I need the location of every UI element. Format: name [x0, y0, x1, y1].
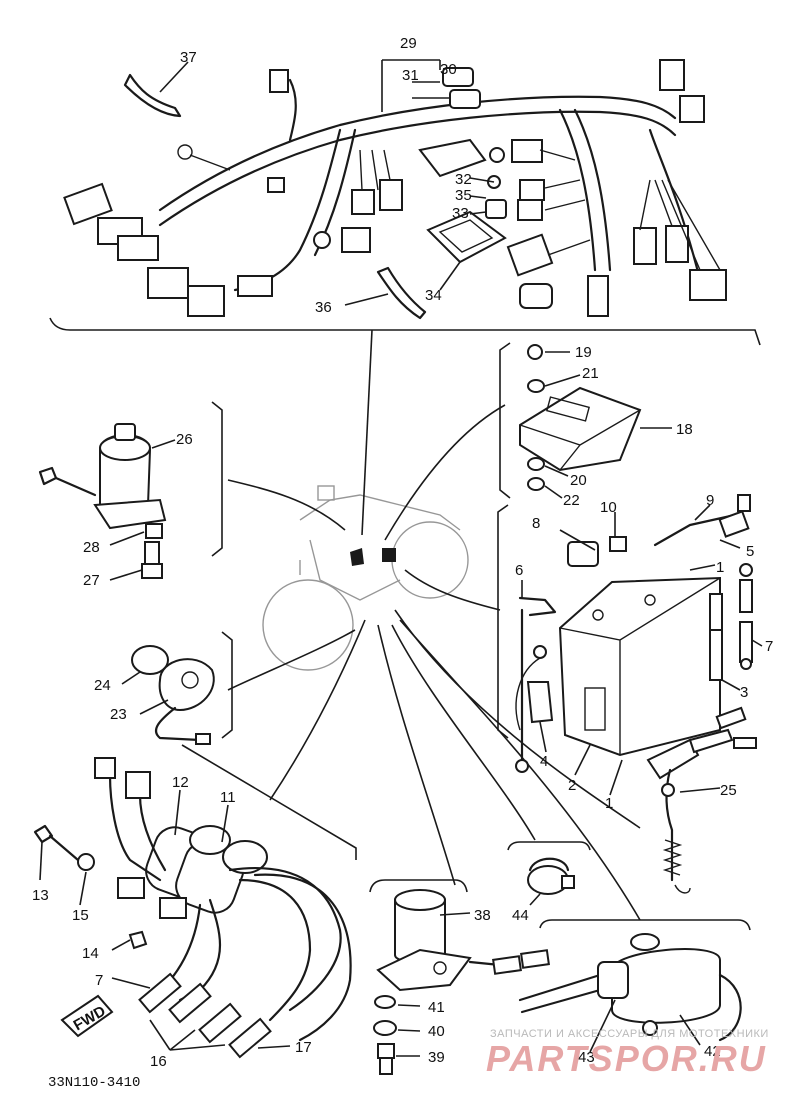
callout-4: 4 — [540, 753, 548, 770]
callout-40: 40 — [428, 1023, 445, 1040]
sensor-group — [121, 631, 233, 745]
callout-38: 38 — [474, 907, 491, 924]
callout-9: 9 — [706, 492, 714, 509]
drawing-reference: 33N110-3410 — [48, 1075, 140, 1091]
callout-5: 5 — [746, 543, 754, 560]
callout-36: 36 — [315, 299, 332, 316]
callout-27: 27 — [83, 572, 100, 589]
relay-location-marker — [350, 548, 364, 566]
watermark-brand: PARTSPOR.RU — [486, 1038, 767, 1079]
ecu-location-marker — [382, 548, 396, 562]
sender-group — [369, 879, 550, 1075]
callout-19: 19 — [575, 344, 592, 361]
battery-group — [497, 494, 763, 796]
callout-16: 16 — [150, 1053, 167, 1070]
callout-7: 7 — [765, 638, 773, 655]
callout-10: 10 — [600, 499, 617, 516]
callout-17: 17 — [295, 1039, 312, 1056]
callout-26: 26 — [176, 431, 193, 448]
main-switch-group — [38, 401, 223, 581]
callout-21: 21 — [582, 365, 599, 382]
callout-14: 14 — [82, 945, 99, 962]
callout-31: 31 — [402, 67, 419, 84]
callout-22: 22 — [563, 492, 580, 509]
callout-32: 32 — [455, 171, 472, 188]
callout-43: 43 — [578, 1049, 595, 1066]
callout-labels: 37 29 31 30 32 35 33 34 36 19 21 18 20 2… — [32, 35, 773, 1091]
callout-2: 2 — [568, 777, 576, 794]
callout-15: 15 — [72, 907, 89, 924]
reference-lines — [227, 329, 641, 921]
plug-cap-group — [646, 706, 757, 894]
callout-23: 23 — [110, 706, 127, 723]
callout-25: 25 — [720, 782, 737, 799]
callout-35: 35 — [455, 187, 472, 204]
ignitor-unit-group — [499, 342, 672, 499]
callout-34: 34 — [425, 287, 442, 304]
callout-30: 30 — [440, 61, 457, 78]
callout-11: 11 — [220, 789, 236, 806]
callout-42: 42 — [704, 1043, 721, 1060]
wire-harness-group — [49, 59, 761, 346]
callout-3: 3 — [740, 684, 748, 701]
callout-12: 12 — [172, 774, 189, 791]
ignition-coil-group — [33, 744, 357, 1059]
clamp-group — [507, 841, 591, 906]
callout-39: 39 — [428, 1049, 445, 1066]
callout-44: 44 — [512, 907, 529, 924]
callout-29: 29 — [400, 35, 417, 52]
callout-24: 24 — [94, 677, 111, 694]
callout-1-battery: 1 — [605, 795, 613, 812]
callout-37: 37 — [180, 49, 197, 66]
callout-28: 28 — [83, 539, 100, 556]
callout-6: 6 — [515, 562, 523, 579]
callout-33: 33 — [452, 205, 469, 222]
callout-18: 18 — [676, 421, 693, 438]
callout-1: 1 — [716, 559, 724, 576]
callout-41: 41 — [428, 999, 445, 1016]
callout-20: 20 — [570, 472, 587, 489]
callout-13: 13 — [32, 887, 49, 904]
watermark-caption: ЗАПЧАСТИ И АКСЕССУАРЫ ДЛЯ МОТОТЕХНИКИ — [490, 1028, 769, 1040]
callout-7-lower: 7 — [95, 972, 103, 989]
solenoid-group — [518, 919, 751, 1053]
motorcycle-silhouette — [262, 485, 469, 671]
callout-8: 8 — [532, 515, 540, 532]
